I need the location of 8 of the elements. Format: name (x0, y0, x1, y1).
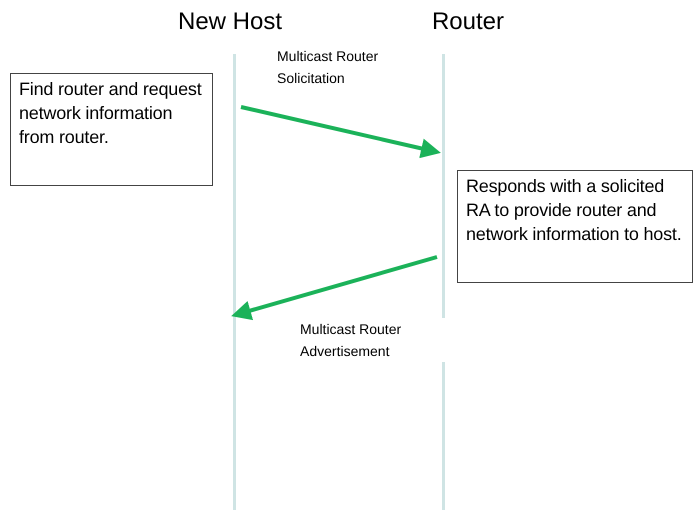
arrow (231, 255, 438, 320)
note-box (10, 73, 213, 186)
note-text: Find router and request network information from router. (19, 78, 203, 149)
note-box (457, 170, 693, 283)
lifeline-heading: New Host (178, 7, 282, 37)
arrow (240, 105, 441, 158)
lifeline-heading: Router (432, 7, 504, 37)
note-text: Responds with a solicited RA to provide router and network information to host. (466, 175, 683, 246)
